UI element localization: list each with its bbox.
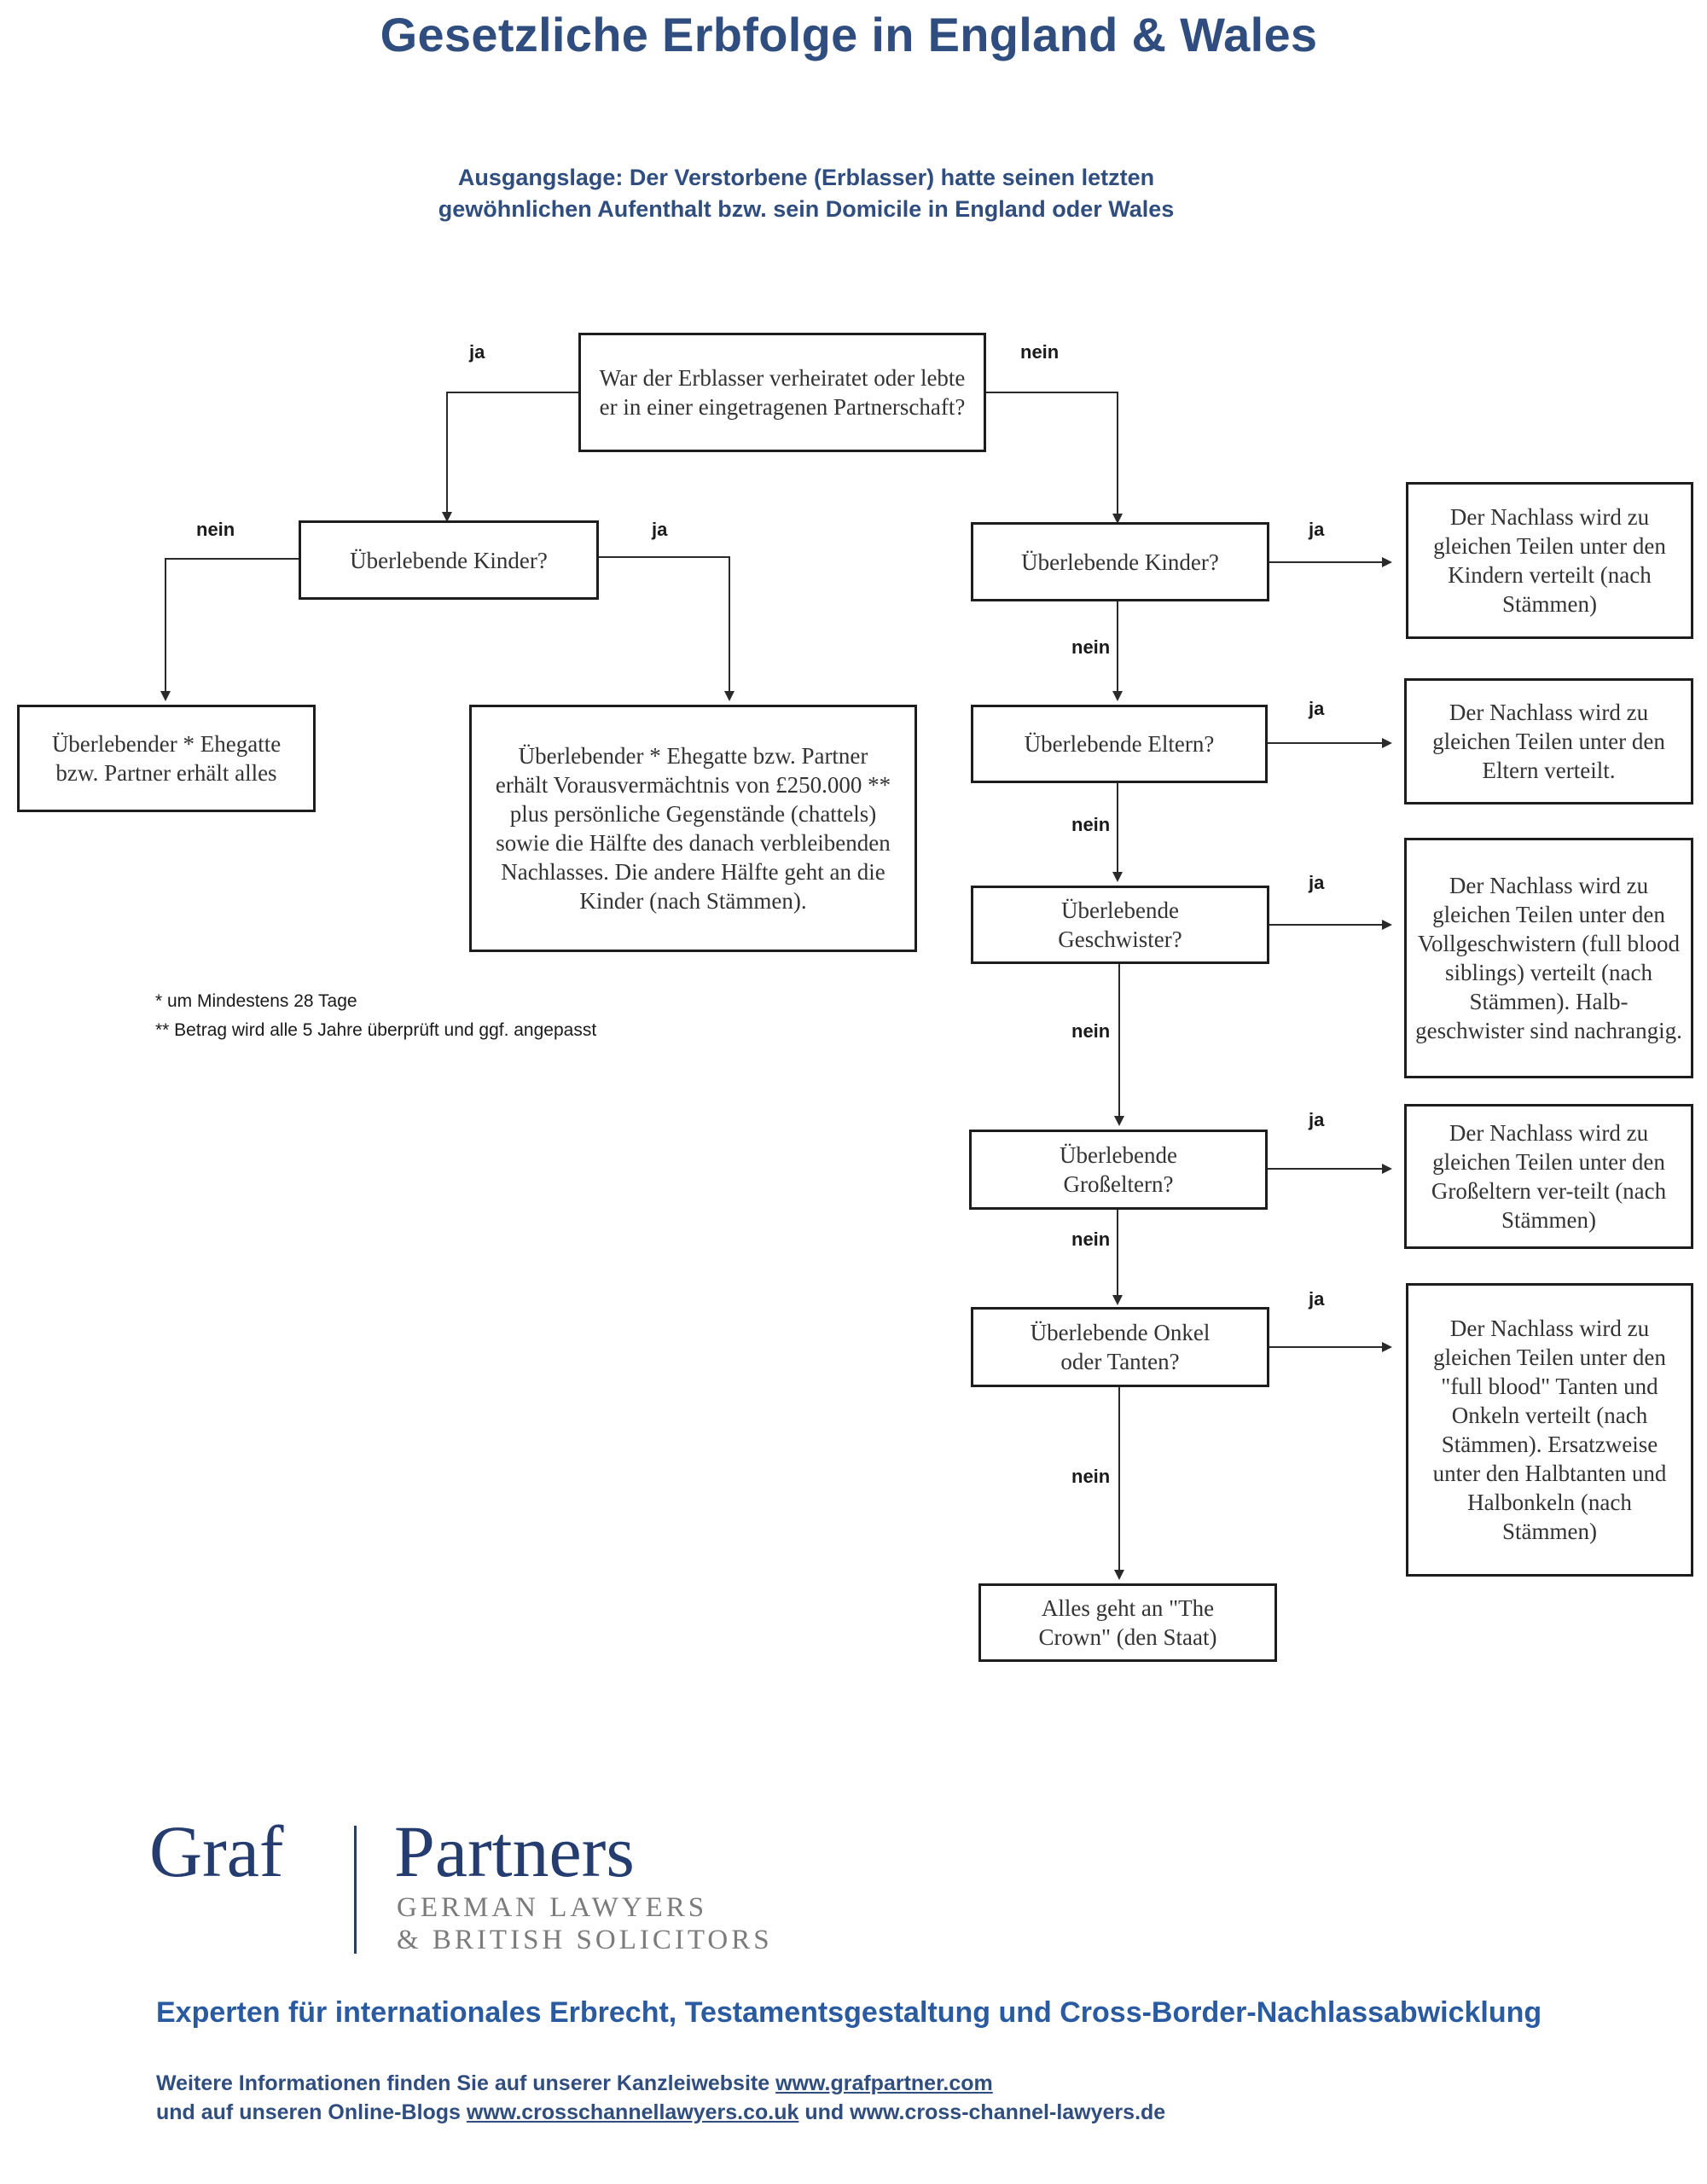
left-children-question-text: Überlebende Kinder? xyxy=(350,547,548,573)
siblings-question-text: Überlebende Geschwister? xyxy=(1058,897,1182,952)
footnote-1: * um Mindestens 28 Tage xyxy=(155,991,357,1011)
logo-line-2: & BRITISH SOLICITORS xyxy=(397,1925,773,1955)
graf-partners-logo: Graf Partners GERMAN LAWYERS & BRITISH S… xyxy=(149,1809,832,1962)
label-ja-start: ja xyxy=(469,341,485,363)
footnote-2: ** Betrag wird alle 5 Jahre überprüft un… xyxy=(155,1020,597,1040)
logo-name-left: Graf xyxy=(149,1810,284,1892)
right-children-question-box: Überlebende Kinder? xyxy=(971,522,1269,601)
page-title: Gesetzliche Erbfolge in England & Wales xyxy=(380,8,1318,61)
blog-link-uk[interactable]: www.crosschannellawyers.co.uk xyxy=(466,2100,799,2124)
subtitle: Ausgangslage: Der Verstorbene (Erblasser… xyxy=(367,162,1245,225)
siblings-result-box: Der Nachlass wird zu gleichen Teilen unt… xyxy=(1404,838,1693,1078)
label-nein-uncles-aunts: nein xyxy=(1071,1466,1111,1487)
uncles-aunts-result-box: Der Nachlass wird zu gleichen Teilen unt… xyxy=(1406,1283,1693,1577)
spouse-and-children-text: Überlebender * Ehegatte bzw. Partner erh… xyxy=(495,743,891,914)
website-link[interactable]: www.grafpartner.com xyxy=(775,2071,993,2095)
label-nein-start: nein xyxy=(1020,341,1060,363)
label-ja-grandparents: ja xyxy=(1309,1109,1325,1130)
footer-info-2-mid: und xyxy=(798,2100,851,2124)
uncles-aunts-result-text: Der Nachlass wird zu gleichen Teilen unt… xyxy=(1432,1316,1667,1544)
spouse-inherits-all-text: Überlebender * Ehegatte bzw. Partner erh… xyxy=(51,731,282,786)
logo-name-right: Partners xyxy=(394,1810,635,1892)
label-nein-left-children: nein xyxy=(196,519,235,540)
left-children-question-box: Überlebende Kinder? xyxy=(299,520,599,600)
blog-link-de[interactable]: www.cross-channel-lawyers.de xyxy=(850,2100,1166,2124)
uncles-aunts-question-box: Überlebende Onkel oder Tanten? xyxy=(971,1307,1269,1387)
grandparents-question-box: Überlebende Großeltern? xyxy=(969,1130,1268,1210)
siblings-result-text: Der Nachlass wird zu gleichen Teilen unt… xyxy=(1415,873,1682,1043)
footer-info-line-2: und auf unseren Online-Blogs www.crossch… xyxy=(156,2100,1165,2125)
crown-result-text: Alles geht an "The Crown" (den Staat) xyxy=(1038,1595,1217,1650)
parents-question-text: Überlebende Eltern? xyxy=(1024,731,1215,757)
subtitle-line-1: Ausgangslage: Der Verstorbene (Erblasser… xyxy=(457,165,1155,190)
start-question-box: War der Erblasser verheiratet oder lebte… xyxy=(578,333,986,452)
subtitle-line-2: gewöhnlichen Aufenthalt bzw. sein Domici… xyxy=(438,196,1175,222)
label-nein-siblings: nein xyxy=(1071,1020,1111,1042)
logo-divider xyxy=(354,1826,357,1954)
grandparents-result-text: Der Nachlass wird zu gleichen Teilen unt… xyxy=(1431,1120,1667,1233)
grandparents-question-text: Überlebende Großeltern? xyxy=(1060,1142,1177,1197)
grandparents-result-box: Der Nachlass wird zu gleichen Teilen unt… xyxy=(1404,1104,1693,1249)
parents-question-box: Überlebende Eltern? xyxy=(971,705,1268,783)
logo-line-1: GERMAN LAWYERS xyxy=(397,1892,708,1923)
label-ja-right-children: ja xyxy=(1309,519,1325,540)
parents-result-text: Der Nachlass wird zu gleichen Teilen unt… xyxy=(1432,700,1665,783)
parents-result-box: Der Nachlass wird zu gleichen Teilen unt… xyxy=(1404,678,1693,804)
children-result-box: Der Nachlass wird zu gleichen Teilen unt… xyxy=(1406,482,1693,639)
label-nein-parents: nein xyxy=(1071,814,1111,835)
label-ja-left-children: ja xyxy=(652,519,668,540)
footer-tagline: Experten für internationales Erbrecht, T… xyxy=(156,1996,1542,2029)
children-result-text: Der Nachlass wird zu gleichen Teilen unt… xyxy=(1433,504,1666,617)
right-children-question-text: Überlebende Kinder? xyxy=(1021,549,1219,575)
crown-result-box: Alles geht an "The Crown" (den Staat) xyxy=(978,1583,1277,1662)
start-question-text: War der Erblasser verheiratet oder lebte… xyxy=(599,365,966,420)
spouse-and-children-box: Überlebender * Ehegatte bzw. Partner erh… xyxy=(469,705,917,952)
label-ja-uncles-aunts: ja xyxy=(1309,1288,1325,1310)
footer-info-1-text: Weitere Informationen finden Sie auf uns… xyxy=(156,2071,776,2095)
label-nein-grandparents: nein xyxy=(1071,1228,1111,1250)
label-nein-right-children: nein xyxy=(1071,636,1111,658)
label-ja-parents: ja xyxy=(1309,698,1325,719)
uncles-aunts-question-text: Überlebende Onkel oder Tanten? xyxy=(1030,1320,1211,1374)
footer-info-2-text: und auf unseren Online-Blogs xyxy=(156,2100,467,2124)
label-ja-siblings: ja xyxy=(1309,872,1325,893)
spouse-inherits-all-box: Überlebender * Ehegatte bzw. Partner erh… xyxy=(17,705,316,812)
footer-info-line-1: Weitere Informationen finden Sie auf uns… xyxy=(156,2071,993,2096)
siblings-question-box: Überlebende Geschwister? xyxy=(971,886,1269,964)
